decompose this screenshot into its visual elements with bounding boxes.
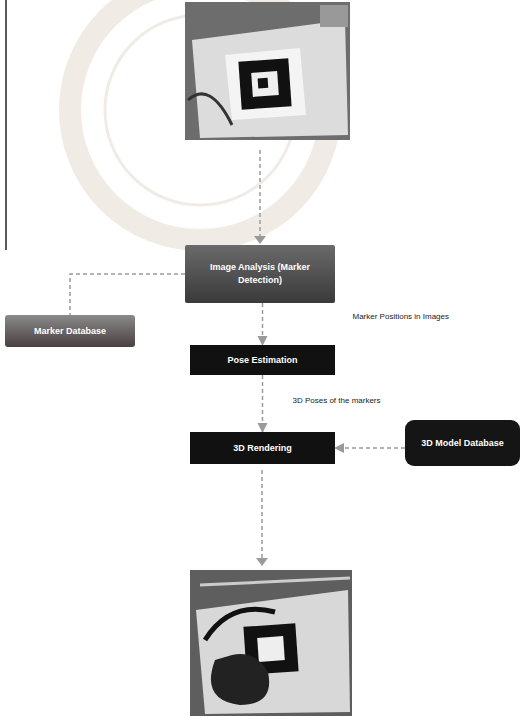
process-box: Image Analysis (Marker Detection) — [185, 245, 335, 303]
output-photo — [190, 570, 352, 716]
node-text: Image Analysis (Marker Detection) — [191, 261, 329, 286]
input-photo — [185, 2, 350, 140]
flow-connector — [70, 274, 185, 315]
database-box: 3D Model Database — [405, 420, 520, 466]
node-text: 3D Model Database — [421, 437, 504, 450]
flow-connector — [262, 375, 264, 432]
node-text: Marker Database — [34, 325, 106, 338]
edge-label: Marker Positions in Images — [353, 312, 449, 321]
margin-rule — [5, 0, 7, 250]
edge-label: 3D Poses of the markers — [293, 396, 381, 405]
process-box: 3D Rendering — [190, 432, 335, 464]
node-text: Pose Estimation — [227, 354, 297, 367]
node-text: 3D Rendering — [233, 442, 292, 455]
database-box: Marker Database — [5, 315, 135, 347]
process-box: Pose Estimation — [190, 345, 335, 375]
flow-connector — [335, 447, 405, 449]
flow-connector — [262, 303, 264, 345]
